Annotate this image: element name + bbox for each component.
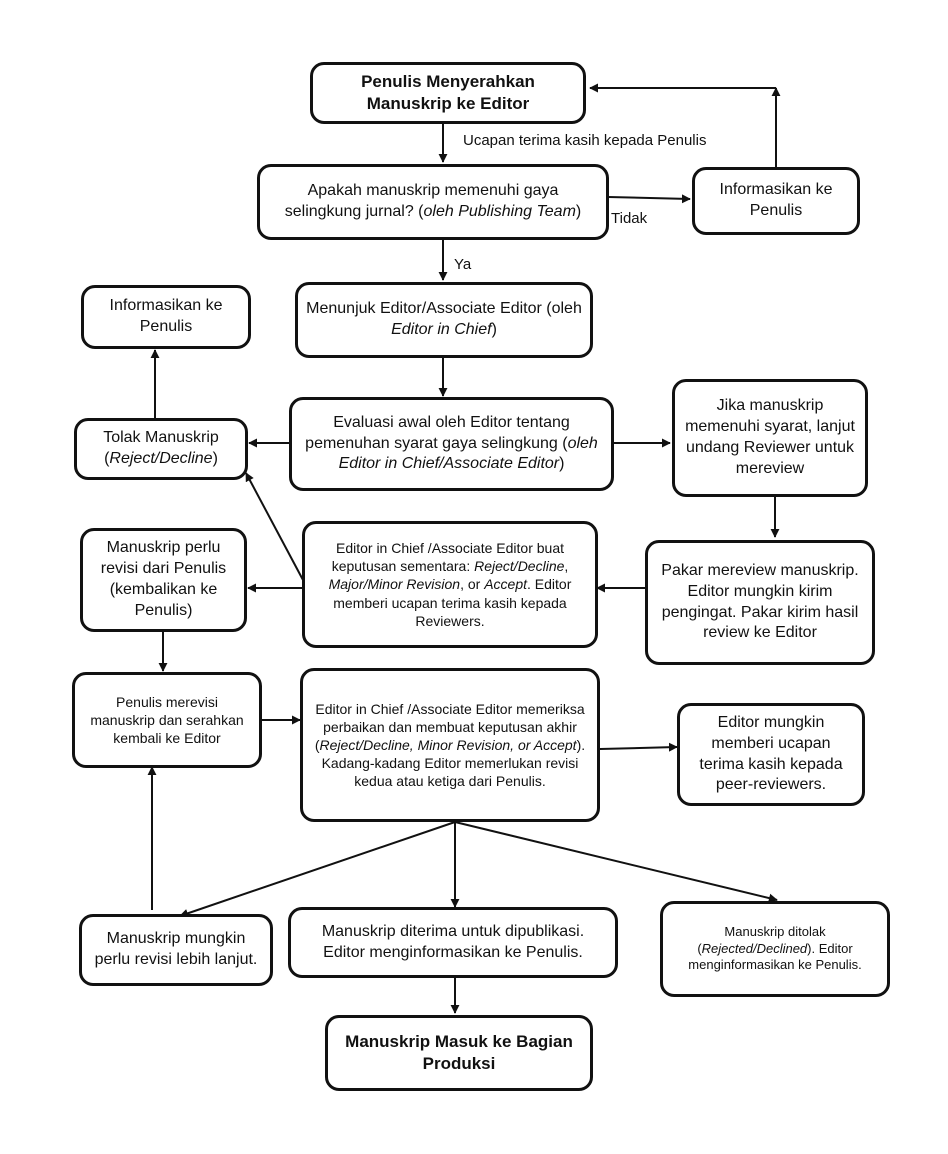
node-thank-reviewers-text: Editor mungkin memberi ucapan terima kas… — [699, 713, 843, 794]
node-submit-manuscript: Penulis Menyerahkan Manuskrip ke Editor — [310, 62, 586, 124]
edge-label-yes: Ya — [454, 256, 472, 273]
edge-label-no: Tidak — [611, 210, 648, 227]
node-author-revises: Penulis merevisi manuskrip dan serahkan … — [72, 672, 262, 768]
node-more-revision-text: Manuskrip mungkin perlu revisi lebih lan… — [94, 930, 258, 968]
node-assign-text: Menunjuk Editor/Associate Editor (oleh E… — [306, 300, 582, 338]
node-assign-editor: Menunjuk Editor/Associate Editor (oleh E… — [295, 282, 593, 358]
node-style-check-text: Apakah manuskrip memenuhi gaya selingkun… — [284, 182, 582, 220]
node-production-text: Manuskrip Masuk ke Bagian Produksi — [345, 1031, 573, 1073]
node-submit-text: Penulis Menyerahkan Manuskrip ke Editor — [361, 71, 535, 113]
node-author-revises-text: Penulis merevisi manuskrip dan serahkan … — [90, 693, 244, 747]
node-final-decision-text: Editor in Chief /Associate Editor memeri… — [314, 700, 586, 790]
node-initial-evaluation: Evaluasi awal oleh Editor tentang pemenu… — [289, 397, 614, 491]
node-inform-author-top: Informasikan ke Penulis — [692, 167, 860, 235]
edge-final-to-more — [179, 821, 456, 918]
edge-stylecheck-to-inform — [607, 194, 691, 204]
node-expert-review: Pakar mereview manuskrip. Editor mungkin… — [645, 540, 875, 665]
node-inform-top-text: Informasikan ke Penulis — [719, 181, 833, 219]
edge-tempdecision-to-reject — [245, 472, 304, 581]
node-reject-text: Tolak Manuskrip (Reject/Decline) — [103, 429, 219, 467]
edge-final-to-thanks — [599, 742, 678, 752]
node-revision-needed-text: Manuskrip perlu revisi dari Penulis (kem… — [100, 539, 227, 619]
node-inform-left-text: Informasikan ke Penulis — [109, 297, 223, 335]
edge-label-thanks: Ucapan terima kasih kepada Penulis — [463, 132, 707, 149]
node-reject-manuscript: Tolak Manuskrip (Reject/Decline) — [74, 418, 248, 480]
node-initial-eval-text: Evaluasi awal oleh Editor tentang pemenu… — [305, 413, 598, 473]
edge-final-to-rejected — [454, 821, 778, 903]
node-production: Manuskrip Masuk ke Bagian Produksi — [325, 1015, 593, 1091]
node-accepted-text: Manuskrip diterima untuk dipublikasi. Ed… — [321, 922, 585, 961]
node-invite-reviewer: Jika manuskrip memenuhi syarat, lanjut u… — [672, 379, 868, 497]
node-style-check: Apakah manuskrip memenuhi gaya selingkun… — [257, 164, 609, 240]
node-temporary-decision: Editor in Chief /Associate Editor buat k… — [302, 521, 598, 648]
node-inform-author-left: Informasikan ke Penulis — [81, 285, 251, 349]
node-thank-reviewers: Editor mungkin memberi ucapan terima kas… — [677, 703, 865, 806]
node-invite-reviewer-text: Jika manuskrip memenuhi syarat, lanjut u… — [685, 397, 855, 477]
node-accepted: Manuskrip diterima untuk dipublikasi. Ed… — [288, 907, 618, 978]
node-final-decision: Editor in Chief /Associate Editor memeri… — [300, 668, 600, 822]
node-expert-review-text: Pakar mereview manuskrip. Editor mungkin… — [661, 561, 859, 642]
node-temp-decision-text: Editor in Chief /Associate Editor buat k… — [328, 540, 572, 629]
node-more-revision: Manuskrip mungkin perlu revisi lebih lan… — [79, 914, 273, 986]
node-rejected-text: Manuskrip ditolak (Rejected/Declined). E… — [688, 923, 862, 973]
node-rejected-final: Manuskrip ditolak (Rejected/Declined). E… — [660, 901, 890, 997]
node-revision-needed: Manuskrip perlu revisi dari Penulis (kem… — [80, 528, 247, 632]
